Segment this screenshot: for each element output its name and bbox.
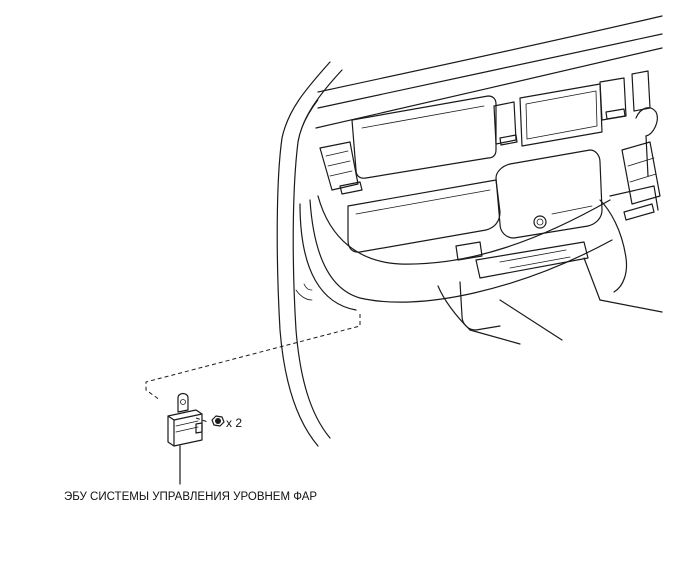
a-pillar — [276, 61, 343, 447]
quantity-label: x 2 — [226, 416, 242, 430]
nut-leader — [195, 417, 209, 423]
instrument-panel — [295, 70, 663, 345]
nut-icon — [211, 415, 225, 427]
part-caption: ЭБУ СИСТЕМЫ УПРАВЛЕНИЯ УРОВНЕМ ФАР — [64, 491, 317, 503]
headlight-leveling-ecu — [167, 392, 203, 485]
location-leader — [145, 314, 361, 401]
dashboard-top — [315, 15, 663, 129]
